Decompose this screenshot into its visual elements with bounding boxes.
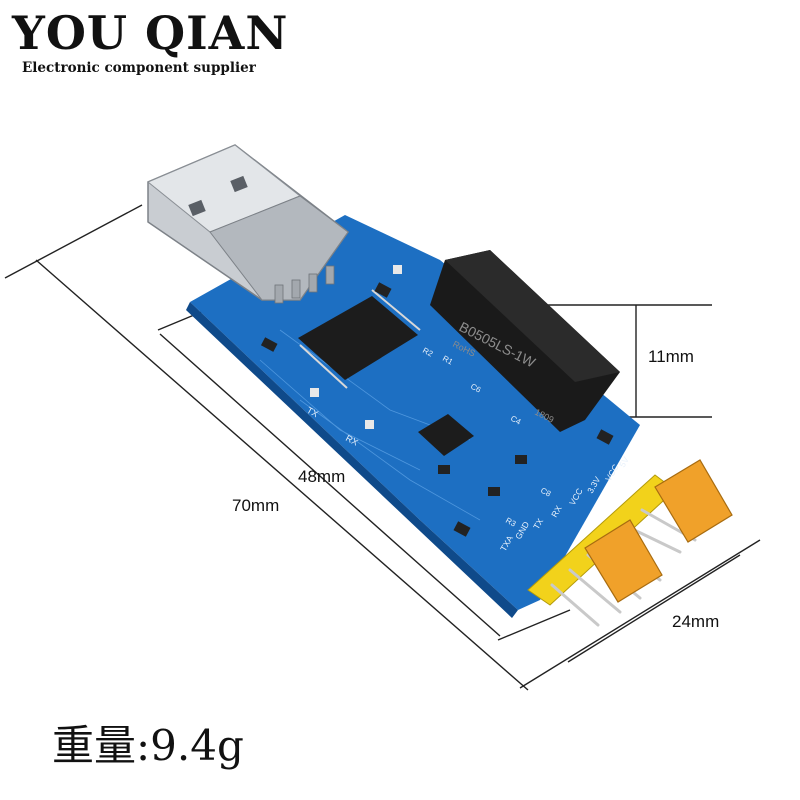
usb-uart-chip	[298, 289, 421, 389]
usb-connector	[147, 144, 350, 304]
dcdc-module: B0505LS-1W RoHS 1809	[430, 250, 620, 432]
total-length-dimension: 70mm	[232, 496, 280, 515]
pcb-board	[186, 215, 640, 618]
brand-name: YOU QIAN	[12, 6, 289, 60]
pin-label: 5V	[617, 455, 631, 469]
ref-label: C6	[469, 382, 483, 395]
ref-labels: R1 R2 C6 C4 C8 R3	[421, 346, 553, 529]
weight-label: 重量:9.4g	[52, 721, 244, 770]
height-dimension: 11mm	[648, 347, 694, 366]
ref-label: R3	[504, 516, 518, 529]
pin-label: TX	[531, 516, 545, 531]
smd-components	[260, 265, 614, 537]
ref-label: C4	[509, 414, 523, 427]
brand-tagline: Electronic component supplier	[22, 60, 256, 76]
led-label-tx: TX	[305, 405, 320, 419]
ref-label: C8	[539, 486, 553, 499]
pcb-length-dimension: 48mm	[298, 467, 346, 486]
ref-label: R2	[421, 346, 435, 359]
ref-label: R1	[441, 354, 455, 367]
width-dimension: 24mm	[672, 612, 720, 631]
dimension-lines	[4, 204, 761, 691]
jumper-caps	[584, 459, 733, 603]
isolator-chip	[418, 414, 474, 456]
